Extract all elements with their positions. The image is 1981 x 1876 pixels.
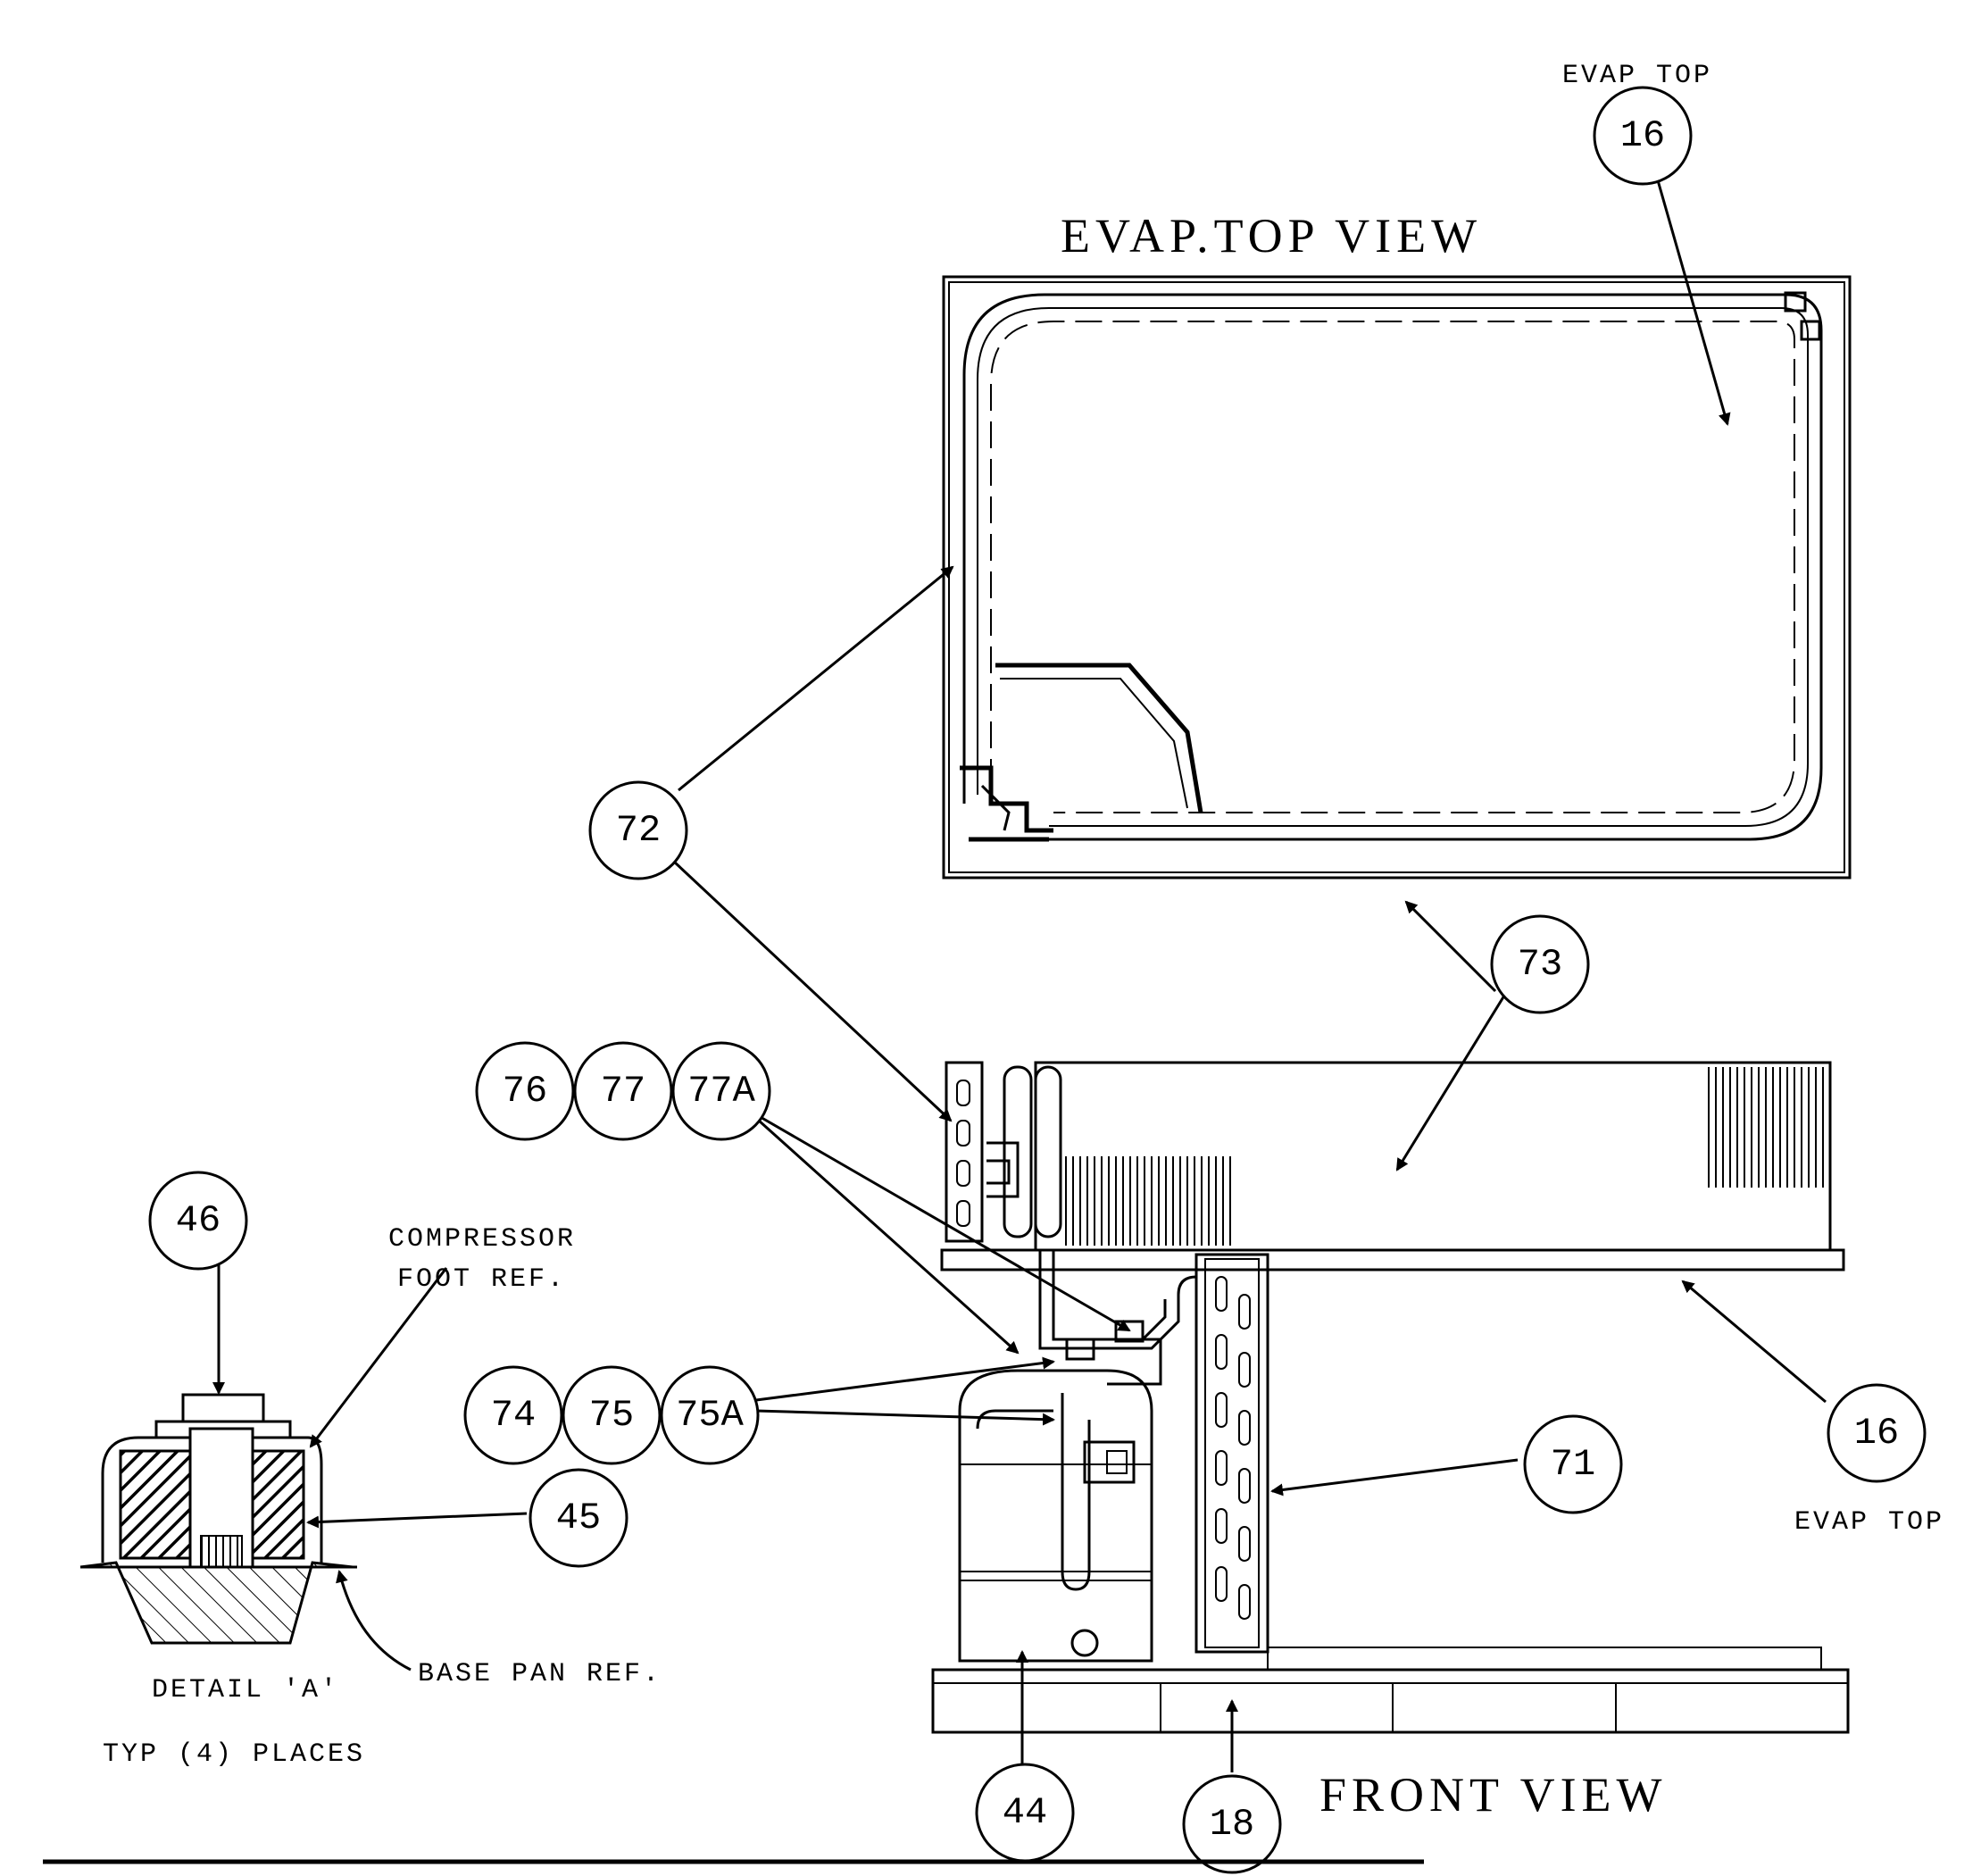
leader-72-front xyxy=(672,860,953,1122)
svg-text:46: 46 xyxy=(176,1199,221,1242)
callout-75: 75 xyxy=(562,1365,662,1465)
leader-16-top xyxy=(1654,173,1731,426)
top-fitting-d xyxy=(1784,291,1807,313)
callout-77a: 77A xyxy=(671,1041,771,1141)
evap-top-frame xyxy=(942,275,1852,880)
top-fitting-c xyxy=(980,784,1011,831)
detail-a-drawing xyxy=(79,1393,357,1645)
left-tube-sheet xyxy=(945,1061,984,1243)
condenser-bracket-inner xyxy=(1204,1258,1260,1648)
callout-74: 74 xyxy=(463,1365,563,1465)
coil-loop-outer xyxy=(962,293,1823,841)
base-pan-section xyxy=(79,1561,354,1645)
front-view xyxy=(931,1061,1850,1734)
svg-text:44: 44 xyxy=(1003,1791,1047,1834)
svg-text:77A: 77A xyxy=(687,1070,755,1113)
svg-text:73: 73 xyxy=(1518,943,1562,986)
callout-71: 71 xyxy=(1523,1414,1623,1514)
svg-text:75: 75 xyxy=(589,1394,634,1437)
evap-top-frame-inner xyxy=(948,281,1845,873)
leader-45 xyxy=(306,1512,528,1529)
svg-text:16: 16 xyxy=(1620,114,1665,157)
base-pan-label: BASE PAN REF. xyxy=(418,1659,662,1689)
svg-text:74: 74 xyxy=(491,1394,536,1437)
leader-75a-b xyxy=(755,1409,1055,1426)
svg-text:16: 16 xyxy=(1854,1412,1899,1455)
leader-16-right xyxy=(1681,1280,1827,1404)
leader-lines xyxy=(212,173,1827,1772)
fitting-74 xyxy=(1065,1338,1095,1361)
typ-places-label: TYP (4) PLACES xyxy=(103,1739,365,1770)
leader-77a-b xyxy=(758,1114,1131,1332)
leader-base-pan xyxy=(336,1570,412,1672)
callout-18: 18 xyxy=(1182,1774,1282,1874)
drain-pan-strip xyxy=(940,1248,1845,1272)
svg-text:18: 18 xyxy=(1210,1803,1254,1846)
svg-text:77: 77 xyxy=(601,1070,645,1113)
svg-text:45: 45 xyxy=(556,1497,601,1539)
leader-73-front xyxy=(1395,995,1506,1171)
callout-46: 46 xyxy=(148,1171,248,1271)
callout-73: 73 xyxy=(1490,914,1590,1014)
evap-top-label-upper: EVAP TOP xyxy=(1562,61,1712,91)
left-tube-sheet-slots xyxy=(956,1080,970,1227)
bolt-head xyxy=(181,1393,265,1423)
hairpin-tubes xyxy=(986,1065,1062,1238)
leader-compressor-foot xyxy=(309,1267,448,1448)
leader-71 xyxy=(1270,1458,1519,1497)
compressor-foot-label-1: COMPRESSOR xyxy=(388,1224,576,1255)
evap-coil-fins-right xyxy=(1705,1067,1826,1188)
front-view-title: FRONT VIEW xyxy=(1319,1768,1668,1822)
callout-72: 72 xyxy=(588,780,688,880)
evap-coil-fins-left xyxy=(1062,1156,1232,1246)
callout-76: 76 xyxy=(475,1041,575,1141)
compressor xyxy=(958,1369,1153,1663)
callout-16-right: 16 xyxy=(1827,1383,1927,1483)
leader-77a-a xyxy=(757,1119,1020,1355)
svg-text:71: 71 xyxy=(1551,1443,1595,1486)
callout-77: 77 xyxy=(573,1041,673,1141)
capillary-line xyxy=(1071,1338,1162,1386)
leader-72-top xyxy=(678,565,954,792)
top-view-title: EVAP.TOP VIEW xyxy=(1061,209,1482,263)
callout-75a: 75A xyxy=(660,1365,760,1465)
coil-inner-bend xyxy=(995,663,1203,813)
leader-73-top xyxy=(1404,900,1497,993)
callout-44: 44 xyxy=(975,1763,1075,1863)
coil-inner-bend-2 xyxy=(1000,678,1188,809)
callout-45: 45 xyxy=(529,1468,628,1568)
leader-75a-a xyxy=(755,1356,1055,1402)
base-pan xyxy=(931,1668,1850,1734)
condenser-bracket xyxy=(1194,1253,1269,1654)
coil-loop-mid xyxy=(977,307,1809,827)
top-fitting-a xyxy=(960,765,1053,833)
coil-loop-inner xyxy=(990,321,1795,813)
compressor-foot xyxy=(101,1436,323,1563)
svg-text:76: 76 xyxy=(503,1070,547,1113)
svg-text:75A: 75A xyxy=(676,1394,744,1437)
condenser-bracket-slots xyxy=(1215,1276,1251,1620)
callout-16-top: 16 xyxy=(1593,86,1693,186)
top-fitting-e xyxy=(1800,320,1821,341)
evap-top-view xyxy=(942,275,1852,880)
compressor-foot-label-2: FOOT REF. xyxy=(397,1264,566,1295)
base-pan-rail xyxy=(1267,1647,1822,1671)
svg-text:72: 72 xyxy=(616,809,661,852)
detail-a-label: DETAIL 'A' xyxy=(152,1675,339,1705)
evap-top-label-right: EVAP TOP xyxy=(1794,1507,1944,1538)
suction-line xyxy=(1038,1250,1197,1350)
